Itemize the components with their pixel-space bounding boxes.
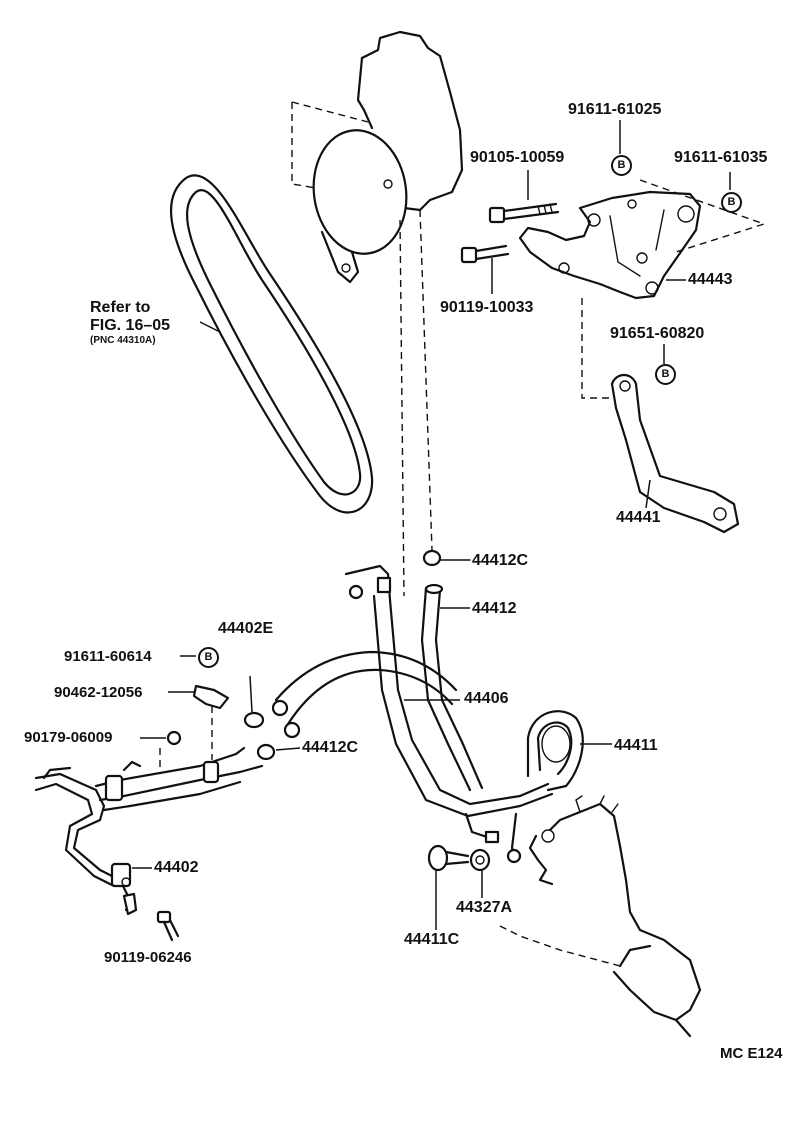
- clamp-44327A: [469, 848, 491, 872]
- pressure-tube: [344, 564, 554, 818]
- label-44411C: 44411C: [404, 931, 460, 948]
- figure-code: MC E124: [720, 1045, 783, 1062]
- label-44406: 44406: [464, 690, 509, 707]
- clamp-44402E: [243, 675, 265, 729]
- badge-b-61035: B: [721, 192, 742, 213]
- label-44327A: 44327A: [456, 899, 513, 916]
- dash-line-left: [399, 219, 405, 597]
- pump-dash-guide-top: [291, 101, 369, 123]
- pump-bracket: [518, 190, 702, 300]
- label-90462-12056: 90462-12056: [54, 684, 143, 701]
- drive-belt: [169, 174, 374, 514]
- leader-44441: [645, 479, 651, 509]
- label-44443: 44443: [688, 271, 733, 288]
- label-44412C-top: 44412C: [472, 552, 529, 569]
- oil-cooler: [526, 710, 584, 792]
- label-91651-60820: 91651-60820: [610, 325, 705, 342]
- refer-figure-text: FIG. 16–05: [90, 317, 171, 334]
- label-90105-10059: 90105-10059: [470, 149, 565, 166]
- power-steering-pump: [312, 30, 464, 284]
- clamp-44412C-mid: [256, 743, 301, 761]
- badge-b-61025: B: [611, 155, 632, 176]
- label-44412: 44412: [472, 600, 517, 617]
- union-fitting: [464, 812, 522, 864]
- bolt-90105-10059: [488, 202, 560, 224]
- bolt-90119-10033: [460, 244, 510, 264]
- bolt-44411C: [427, 844, 470, 872]
- badge-b-60820: B: [655, 364, 676, 385]
- label-44402E: 44402E: [218, 620, 274, 637]
- steering-gear-housing: [499, 795, 702, 1038]
- label-44412C-mid: 44412C: [302, 739, 359, 756]
- label-90179-06009: 90179-06009: [24, 729, 113, 746]
- clip-90462: [168, 684, 230, 710]
- hose-44406: [271, 650, 458, 739]
- label-44411: 44411: [614, 737, 658, 754]
- label-91611-61025: 91611-61025: [568, 101, 662, 118]
- adjusting-bar: [610, 373, 740, 534]
- refer-leader: [199, 321, 221, 333]
- bracket-dash-down: [581, 298, 614, 399]
- label-44441: 44441: [616, 509, 661, 526]
- badge-b-60614: B: [198, 647, 219, 668]
- pump-dash-guide: [291, 102, 317, 189]
- refer-pnc-text: (PNC 44310A): [90, 335, 156, 346]
- clamp-44412C-top: [422, 549, 471, 567]
- tube-bracket-44402: [34, 746, 264, 916]
- label-91611-61035: 91611-61035: [674, 149, 768, 166]
- label-90119-06246: 90119-06246: [104, 949, 192, 966]
- bracket-dash-guide: [639, 179, 767, 253]
- bolt-90119-06246: [156, 910, 180, 942]
- dash-line-right: [419, 209, 433, 551]
- label-90119-10033: 90119-10033: [440, 299, 534, 316]
- label-91611-60614: 91611-60614: [64, 648, 152, 665]
- bolt-90179-06009: [140, 730, 182, 746]
- refer-to-text: Refer to: [90, 299, 151, 316]
- label-44402: 44402: [154, 859, 199, 876]
